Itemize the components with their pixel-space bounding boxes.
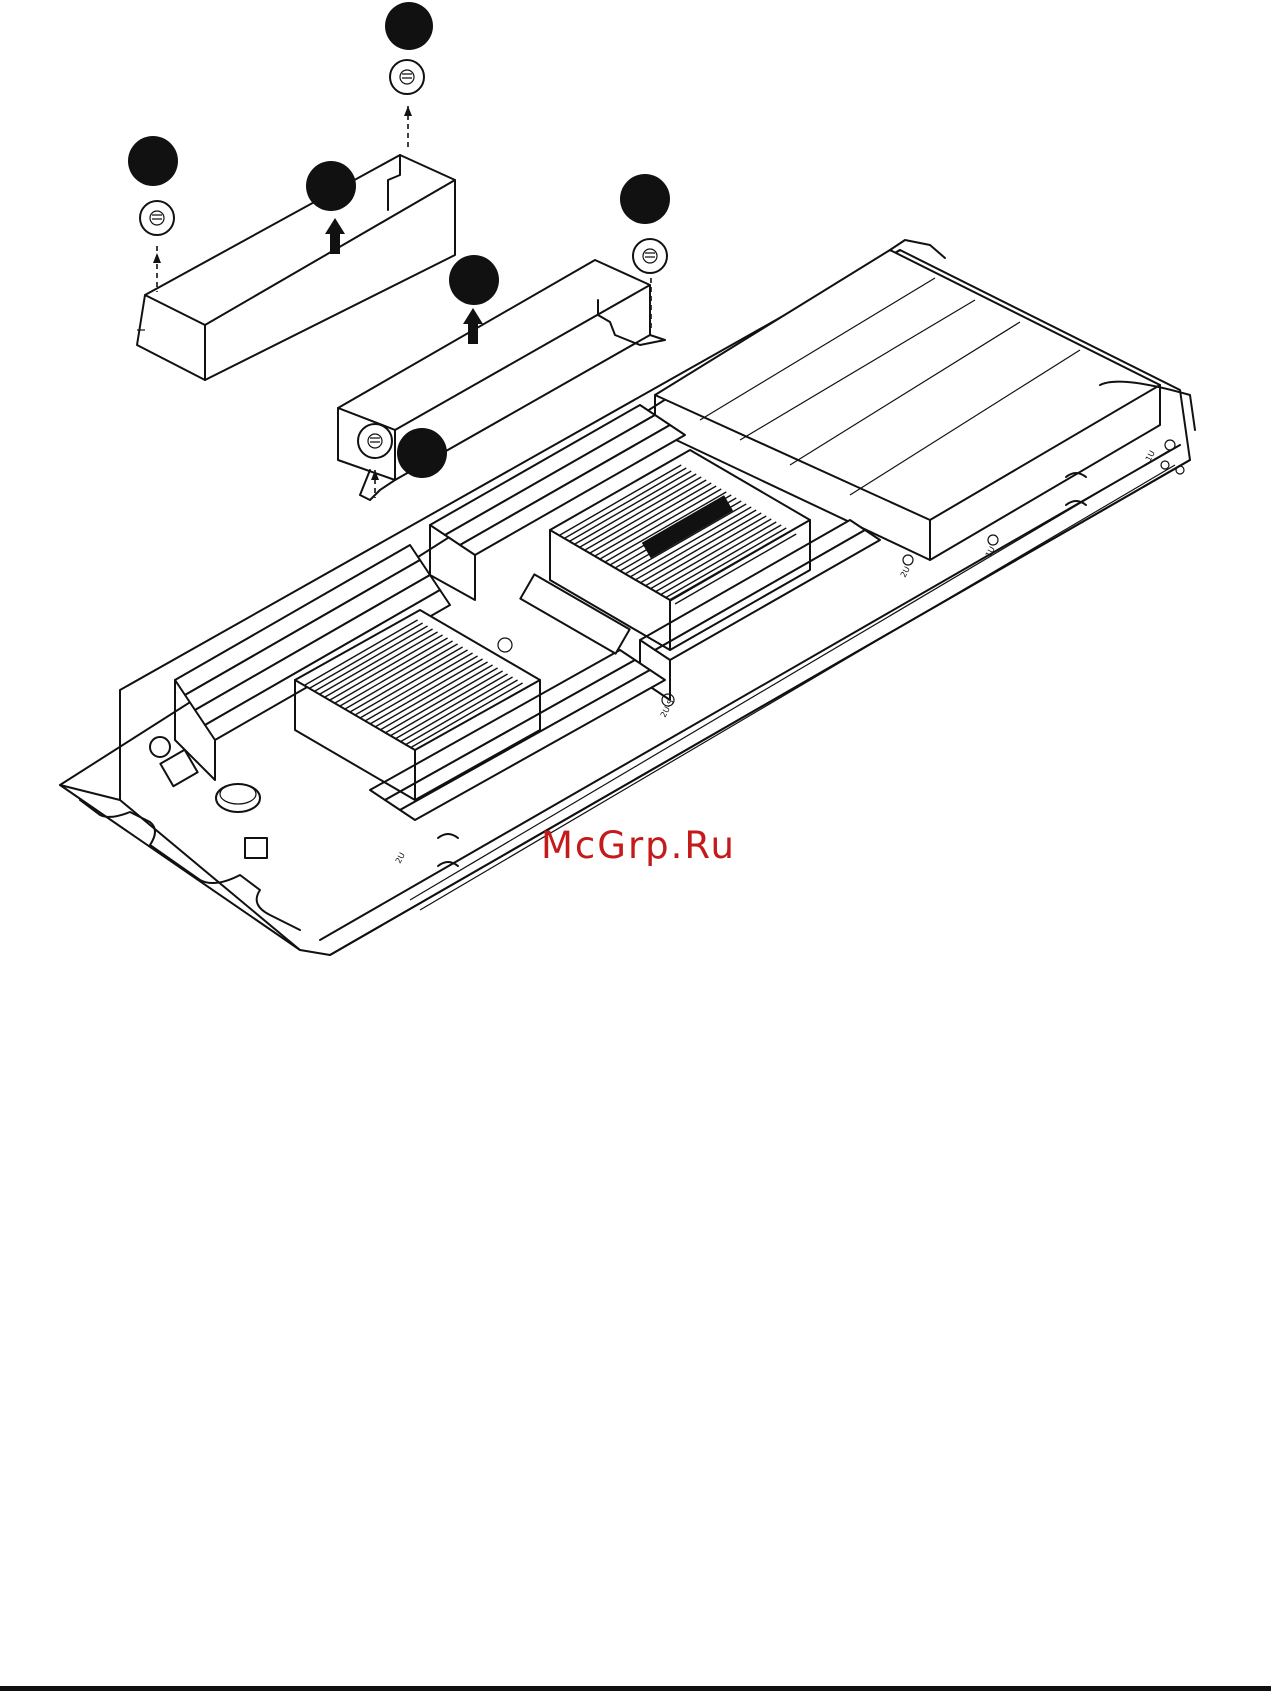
step-callout-6 xyxy=(397,428,447,478)
watermark-text: McGrp.Ru xyxy=(541,824,736,867)
step-callout-2 xyxy=(128,136,178,186)
step-callout-1 xyxy=(385,2,433,50)
footer-rule xyxy=(0,1686,1271,1691)
screw-top xyxy=(390,60,424,150)
air-shroud-left xyxy=(137,155,455,380)
server-node-exploded-diagram: 2U 2U 1U 2U-S 1U xyxy=(0,0,1271,960)
step-callout-5 xyxy=(449,255,499,305)
step-callout-4 xyxy=(620,174,670,224)
step-callout-3 xyxy=(306,161,356,211)
screw-left xyxy=(140,201,174,292)
